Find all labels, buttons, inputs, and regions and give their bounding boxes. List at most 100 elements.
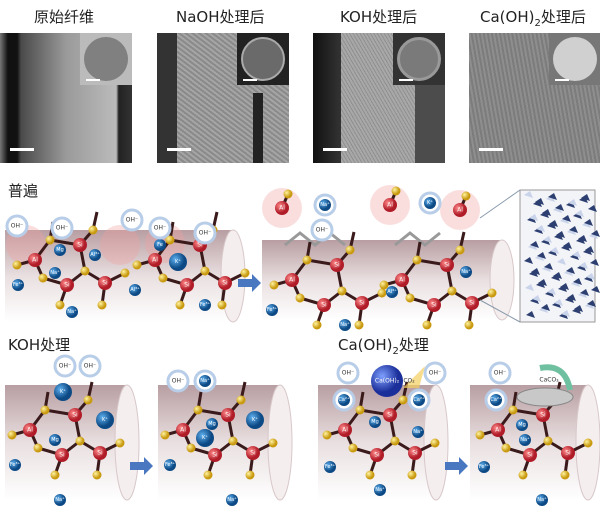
- si-atom: [60, 278, 74, 292]
- oxygen-atom: [245, 470, 255, 480]
- oxygen-atom: [200, 266, 210, 276]
- si-atom: [561, 446, 575, 460]
- si-atom: [440, 258, 454, 272]
- si-label: Si: [565, 450, 571, 457]
- deposit-flake: [579, 262, 588, 269]
- al-atom: [491, 423, 505, 437]
- deposit-flake: [548, 193, 557, 200]
- oxygen-atom: [560, 470, 570, 480]
- oxygen-atom: [295, 293, 305, 303]
- deposit-flake: [529, 214, 538, 221]
- oxygen-atom: [158, 273, 168, 283]
- scale-bar: [479, 148, 503, 151]
- fe3-ion-label: Fe³⁺: [479, 464, 490, 470]
- oh-label: OH⁻: [11, 223, 23, 230]
- deposit-flake: [547, 288, 556, 295]
- oxygen-atom: [464, 320, 474, 330]
- si-atom: [355, 296, 369, 310]
- na-ion-label: Na⁺: [413, 429, 423, 435]
- oxygen-atom: [390, 436, 400, 446]
- fe-ion-label: Fe: [157, 242, 163, 248]
- si-atom: [408, 446, 422, 460]
- oxygen-atom: [447, 286, 457, 296]
- oxygen-atom: [391, 186, 401, 196]
- co2-label: CO₂: [403, 378, 415, 385]
- oh-label: OH⁻: [199, 230, 211, 237]
- si-label: Si: [59, 452, 65, 459]
- deposit-flake: [586, 273, 595, 280]
- deposit-flake: [572, 251, 581, 258]
- deposit-flake: [580, 289, 589, 296]
- hydration-shell: [193, 221, 217, 245]
- k-ion: [196, 429, 214, 447]
- oh-label: OH⁻: [429, 370, 441, 377]
- oxygen-atom: [92, 470, 102, 480]
- si-atom: [383, 408, 397, 422]
- section-title-koh: KOH处理: [8, 336, 71, 354]
- al-label: Al: [342, 427, 348, 434]
- oxygen-atom: [379, 280, 389, 290]
- deposit-flake: [553, 272, 562, 279]
- ca-ion: [413, 394, 425, 406]
- al-atom: [395, 273, 409, 287]
- oxygen-atom: [7, 430, 17, 440]
- deposit-flake: [563, 242, 572, 249]
- si-label: Si: [444, 262, 450, 269]
- al-atom: [148, 253, 162, 267]
- si-label: Si: [184, 282, 190, 289]
- caco3-arrow: [539, 364, 573, 391]
- zoom-line: [479, 189, 521, 219]
- oxygen-atom: [88, 225, 98, 235]
- si-label: Si: [469, 300, 475, 307]
- ca-ion-label: Ca²⁺: [413, 397, 425, 403]
- si-label: Si: [72, 412, 78, 419]
- oxygen-atom: [45, 235, 55, 245]
- oxygen-atom: [50, 470, 60, 480]
- mg-ion-label: Mg: [518, 422, 526, 428]
- na-ion: [226, 494, 238, 506]
- dissolved-fragment: [284, 231, 441, 247]
- al3-ion-label: Al³⁺: [130, 287, 140, 293]
- mg-ion-label: Mg: [51, 437, 59, 443]
- sem-image-original: [0, 33, 132, 163]
- si-atom: [246, 446, 260, 460]
- deposit-flake: [554, 299, 563, 306]
- na-ion: [66, 306, 78, 318]
- oxygen-atom: [40, 405, 50, 415]
- na-ion-label: Na⁺: [50, 270, 60, 276]
- oxygen-atom: [228, 436, 238, 446]
- deposit-flake: [569, 226, 578, 233]
- hydration-shell: [423, 361, 447, 385]
- na-ion-label: Na⁺: [55, 497, 65, 503]
- title-sub: 2: [392, 346, 399, 357]
- fe3-ion-label: Fe³⁺: [165, 462, 176, 468]
- fiber-cylinder-end: [114, 384, 140, 501]
- sem-inset-koh: [393, 33, 445, 85]
- section-title-caoh2: Ca(OH)2处理: [338, 334, 429, 357]
- si-label: Si: [321, 302, 327, 309]
- oxygen-atom: [348, 443, 358, 453]
- scale-bar: [167, 148, 191, 151]
- oxygen-atom: [283, 189, 293, 199]
- caco3-deposit: [516, 387, 574, 407]
- deposit-flake: [587, 300, 596, 307]
- fe3-ion: [478, 461, 490, 473]
- hydration-shell: [78, 354, 102, 378]
- oxygen-atom: [97, 300, 107, 310]
- na-ion: [412, 426, 424, 438]
- si-atom: [55, 448, 69, 462]
- oxygen-atom: [160, 430, 170, 440]
- oxygen-atom: [475, 430, 485, 440]
- deposit-flake: [588, 205, 597, 212]
- fe3-ion: [9, 459, 21, 471]
- si-label: Si: [197, 242, 203, 249]
- deposit-3d-view: [519, 189, 596, 323]
- si-atom: [465, 296, 479, 310]
- hydration-shell: [310, 218, 334, 242]
- deposit-flake: [575, 210, 584, 217]
- deposit-flake: [544, 263, 553, 270]
- oh-label: OH⁻: [154, 225, 166, 232]
- deposit-flake: [562, 215, 571, 222]
- na-ion: [54, 494, 66, 506]
- fe3-ion: [266, 304, 278, 316]
